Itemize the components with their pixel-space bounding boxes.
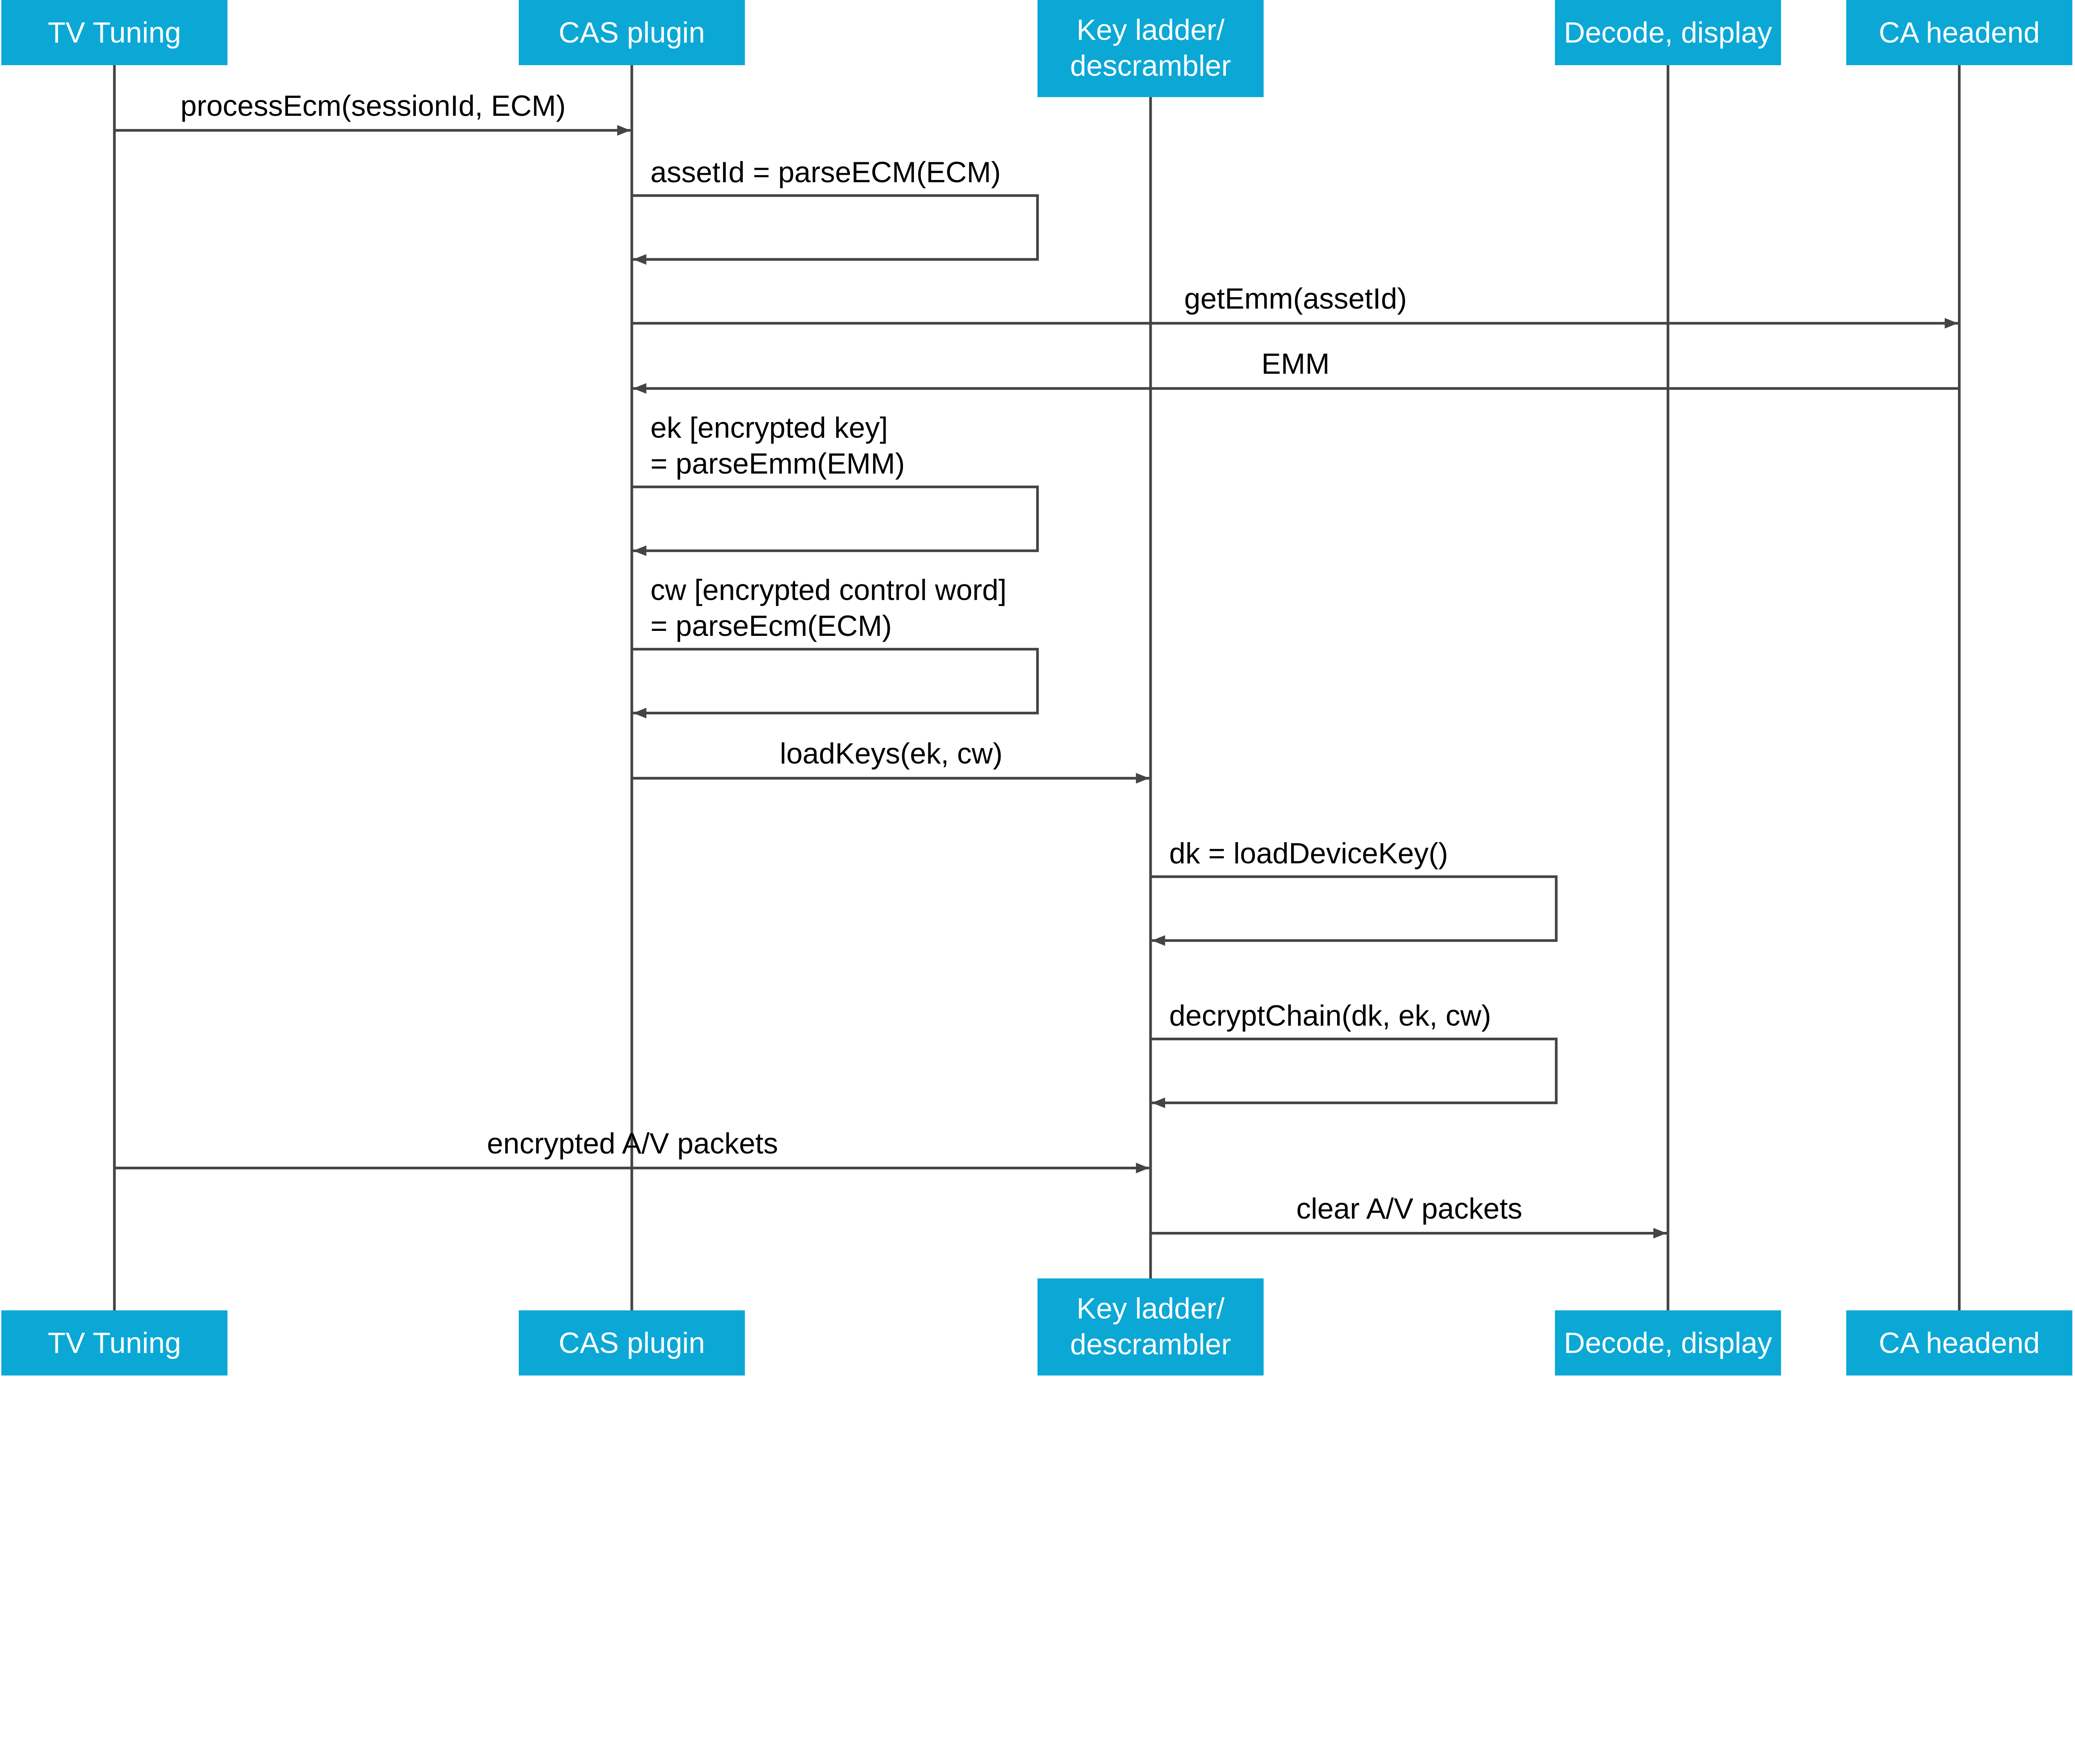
participant-label: CA headend (1879, 1327, 2040, 1359)
participant-label: CA headend (1879, 16, 2040, 49)
message-label: decryptChain(dk, ek, cw) (1169, 999, 1491, 1032)
participant-label: TV Tuning (48, 16, 181, 49)
message-9: encrypted A/V packets (114, 1127, 1150, 1173)
message-label: processEcm(sessionId, ECM) (181, 89, 566, 122)
participant-box (518, 1310, 745, 1376)
message-5: cw [encrypted control word]= parseEcm(EC… (632, 574, 1039, 718)
participant-box (1846, 0, 2073, 66)
participant-box (1, 0, 228, 66)
participant-ca-bottom: CA headend (1846, 1310, 2073, 1376)
participant-box (1, 1310, 228, 1376)
lifelines (113, 53, 1961, 1317)
messages: processEcm(sessionId, ECM) assetId = pars… (114, 89, 1960, 1239)
participant-box (1555, 1310, 1781, 1376)
message-label: assetId = parseECM(ECM) (650, 156, 1001, 188)
sequence-diagram: processEcm(sessionId, ECM) assetId = pars… (1, 0, 2073, 1376)
message-0: processEcm(sessionId, ECM) (114, 89, 631, 136)
participant-kl-bottom: Key ladder/descrambler (1037, 1278, 1264, 1376)
participant-label: TV Tuning (48, 1327, 181, 1359)
participant-dec-bottom: Decode, display (1555, 1310, 1781, 1376)
participant-label: Decode, display (1564, 1327, 1772, 1359)
message-1: assetId = parseECM(ECM) (632, 156, 1039, 265)
message-label: encrypted A/V packets (487, 1127, 778, 1160)
participant-cas-top: CAS plugin (518, 0, 745, 66)
participant-label: CAS plugin (559, 16, 705, 49)
self-message-arrow (1150, 1037, 1558, 1108)
participant-tv-top: TV Tuning (1, 0, 228, 66)
self-message-arrow (632, 485, 1039, 556)
message-label: dk = loadDeviceKey() (1169, 837, 1448, 870)
participant-box (1846, 1310, 2073, 1376)
message-3: EMM (633, 347, 1960, 394)
self-message-arrow (1150, 875, 1558, 946)
self-message-arrow (632, 194, 1039, 265)
participant-label: Key ladder/ (1077, 13, 1225, 46)
message-8: decryptChain(dk, ek, cw) (1150, 999, 1558, 1108)
message-label: ek [encrypted key] (650, 411, 888, 444)
message-label: EMM (1262, 347, 1330, 380)
message-label: = parseEmm(EMM) (650, 447, 905, 480)
participant-label: Decode, display (1564, 16, 1772, 49)
participant-box (1037, 0, 1264, 97)
participant-dec-top: Decode, display (1555, 0, 1781, 66)
participant-label: Key ladder/ (1077, 1292, 1225, 1324)
message-2: getEmm(assetId) (632, 282, 1958, 329)
self-message-arrow (632, 647, 1039, 718)
participant-cas-bottom: CAS plugin (518, 1310, 745, 1376)
participant-box (518, 0, 745, 66)
message-4: ek [encrypted key]= parseEmm(EMM) (632, 411, 1039, 556)
message-label: getEmm(assetId) (1184, 282, 1407, 315)
participant-kl-top: Key ladder/descrambler (1037, 0, 1264, 97)
participant-box (1555, 0, 1781, 66)
message-10: clear A/V packets (1150, 1192, 1667, 1239)
participant-label: descrambler (1070, 1328, 1231, 1361)
message-label: loadKeys(ek, cw) (780, 737, 1003, 770)
message-7: dk = loadDeviceKey() (1150, 837, 1558, 946)
participant-box (1037, 1278, 1264, 1376)
participant-tv-bottom: TV Tuning (1, 1310, 228, 1376)
message-label: = parseEcm(ECM) (650, 609, 892, 642)
message-label: clear A/V packets (1296, 1192, 1522, 1225)
participant-ca-top: CA headend (1846, 0, 2073, 66)
message-6: loadKeys(ek, cw) (632, 737, 1150, 784)
participant-label: descrambler (1070, 49, 1231, 82)
message-label: cw [encrypted control word] (650, 574, 1006, 606)
participant-label: CAS plugin (559, 1327, 705, 1359)
